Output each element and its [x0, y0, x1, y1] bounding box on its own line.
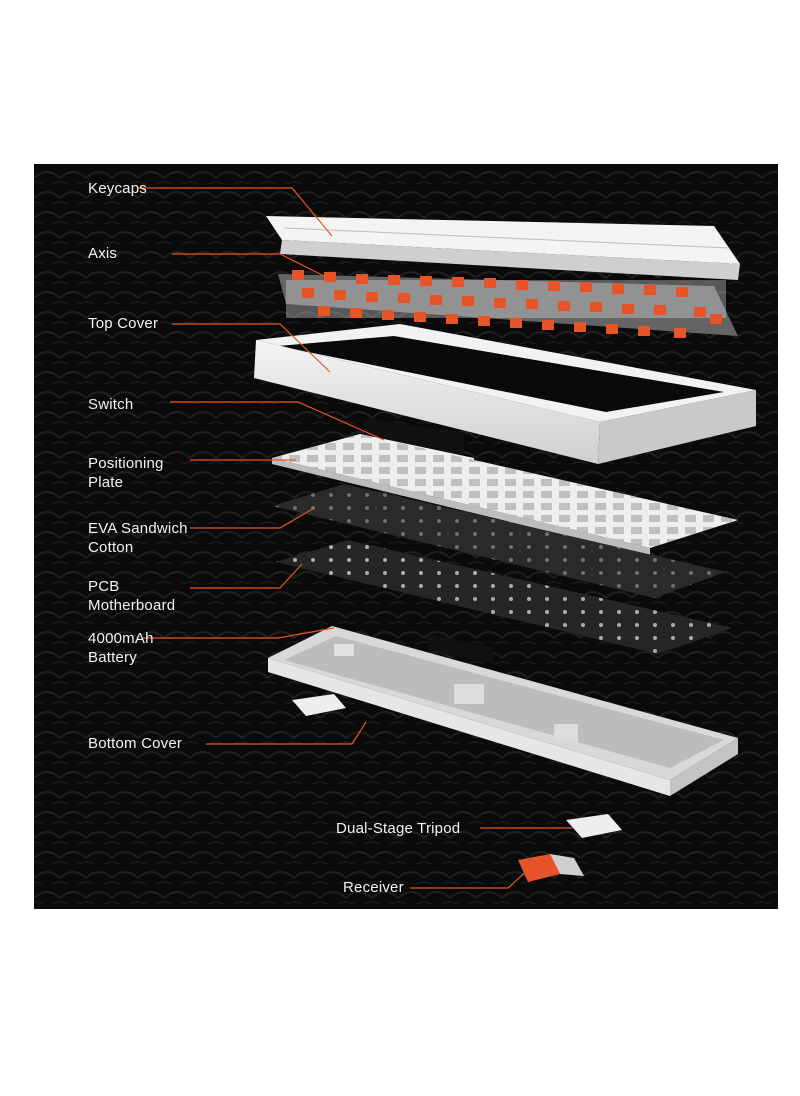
label-dual-stage-tripod: Dual-Stage Tripod — [336, 820, 461, 837]
label-positioning-plate: Positioning Plate — [88, 455, 164, 491]
keyboard-exploded-illustration — [34, 164, 778, 909]
leader-line-bottom-cover — [206, 721, 367, 745]
label-top-cover: Top Cover — [88, 315, 159, 332]
leader-line-keycaps — [138, 187, 333, 237]
leader-line-receiver — [410, 867, 531, 889]
pcb-layer — [276, 540, 732, 654]
axis-layer — [278, 270, 738, 338]
label-eva-sandwich-cotton: EVA Sandwich Cotton — [88, 520, 188, 556]
label-battery: 4000mAh Battery — [88, 630, 154, 666]
label-receiver: Receiver — [343, 879, 404, 896]
label-pcb-motherboard: PCB Motherboard — [88, 578, 176, 614]
leader-line-pcb — [190, 563, 303, 589]
exploded-view-panel: Keycaps Axis Top Cover Switch Positionin… — [34, 164, 778, 909]
label-keycaps: Keycaps — [88, 180, 147, 197]
bottom-cover-layer — [268, 626, 738, 796]
leader-line-eva-cotton — [190, 507, 315, 529]
leader-line-top-cover — [172, 323, 331, 373]
leader-line-switch — [170, 401, 385, 441]
receiver-component — [518, 854, 584, 882]
keycaps-layer — [266, 216, 740, 280]
label-switch: Switch — [88, 396, 134, 413]
battery-component — [428, 634, 494, 664]
leader-lines — [138, 187, 572, 889]
leader-line-battery — [142, 627, 335, 639]
positioning-plate-layer — [272, 434, 738, 556]
label-bottom-cover: Bottom Cover — [88, 735, 183, 752]
eva-cotton-layer — [272, 484, 726, 598]
label-axis: Axis — [88, 245, 118, 262]
leader-line-axis — [172, 253, 325, 277]
tripod-components — [292, 694, 622, 838]
